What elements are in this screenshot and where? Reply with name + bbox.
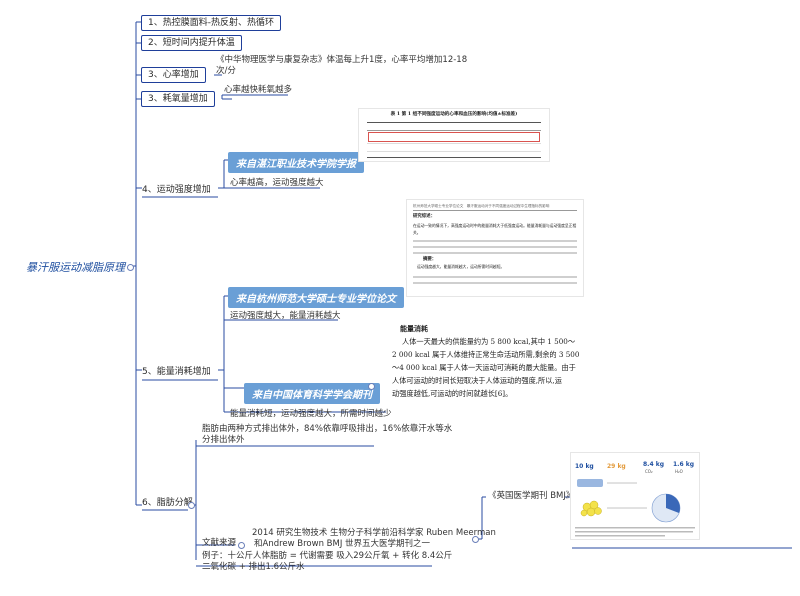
bmj-figure-graphic xyxy=(575,482,695,537)
bmj-value-1: 10 kg xyxy=(575,463,594,470)
branch-6[interactable]: 5、能量消耗增加 xyxy=(142,366,211,378)
branch-7-toggle-icon[interactable] xyxy=(188,502,195,509)
thesis-heading-2: 摘要： xyxy=(423,257,437,262)
thesis-header-left: 杭州师范大学硕士专业学位论文 xyxy=(413,204,464,208)
branch-5-callout[interactable]: 来自湛江职业技术学院学报 xyxy=(228,152,364,173)
node-toggle-icon[interactable] xyxy=(368,383,375,390)
source-toggle-icon[interactable] xyxy=(238,542,245,549)
branch-6-callout-1-label: 来自杭州师范大学硕士专业学位论文 xyxy=(236,294,396,305)
branch-3[interactable]: 3、心率增加 xyxy=(141,67,206,83)
branch-2-label: 2、短时间内提升体温 xyxy=(148,38,235,48)
bmj-figure-image: 10 kg 29 kg 8.4 kg CO₂ 1.6 kg H₂O xyxy=(570,452,700,540)
branch-6-callout-1[interactable]: 来自杭州师范大学硕士专业学位论文 xyxy=(228,287,404,308)
source-note-line2: 和Andrew Brown BMJ 世界五大医学期刊之一 xyxy=(254,539,431,549)
bmj-value-3-sub: CO₂ xyxy=(645,469,653,474)
source-note-line1: 2014 研究生物技术 生物分子科学前沿科学家 Ruben Meerman xyxy=(252,528,496,538)
branch-6-callout-2[interactable]: 来自中国体育科学学会期刊 xyxy=(244,383,380,404)
branch-5[interactable]: 4、运动强度增加 xyxy=(142,184,211,196)
branch-7-top-note-line2: 分排出体外 xyxy=(202,435,245,445)
branch-3-note: 《中华物理医学与康复杂志》体温每上升1度，心率平均增加12-18 次/分 xyxy=(216,55,467,77)
branch-2[interactable]: 2、短时间内提升体温 xyxy=(141,35,242,51)
branch-1[interactable]: 1、热控膜面料-热反射、热循环 xyxy=(141,15,281,31)
bmj-value-3: 8.4 kg xyxy=(643,461,665,468)
energy-line-1: 人体一天最大的供能量约为 5 800 kcal,其中 1 500～ xyxy=(402,337,576,346)
root-node[interactable]: 暴汗服运动减脂原理 xyxy=(26,259,125,275)
branch-7-top-note-line1: 脂肪由两种方式排出体外，84%依靠呼吸排出，16%依靠汗水等水 xyxy=(202,424,453,434)
thesis-heading: 研究综述： xyxy=(413,214,435,219)
branch-4[interactable]: 3、耗氧量增加 xyxy=(141,91,215,107)
root-label: 暴汗服运动减脂原理 xyxy=(26,261,125,274)
source-label: 文献来源 xyxy=(202,538,237,548)
branch-6-note-2: 能量消耗短，运动强度越大，所需时间越少 xyxy=(230,409,392,419)
branch-4-note: 心率越快耗氧越多 xyxy=(224,85,293,95)
branch-6-note-1: 运动强度越大，能量消耗越大 xyxy=(230,311,341,321)
branch-3-note-line1: 《中华物理医学与康复杂志》体温每上升1度，心率平均增加12-18 xyxy=(216,55,468,65)
source-note: 2014 研究生物技术 生物分子科学前沿科学家 Ruben Meerman 和A… xyxy=(252,528,496,550)
branch-7-label: 6、脂肪分解 xyxy=(142,498,193,508)
energy-line-2: 2 000 kcal 属于人体维持正常生命活动所需,剩余的 3 500 xyxy=(392,350,580,359)
energy-line-5: 动强度越低,可运动的时间就越长[6]。 xyxy=(392,389,513,398)
branch-6-callout-2-label: 来自中国体育科学学会期刊 xyxy=(252,390,372,401)
bmj-value-4-sub: H₂O xyxy=(675,469,683,474)
bmj-label: 《英国医学期刊 BMJ》 xyxy=(488,491,575,501)
collapse-toggle-icon[interactable] xyxy=(127,264,134,271)
energy-line-4: 人体可运动的时间长短取决于人体运动的强度,所以,运 xyxy=(392,376,562,385)
table-image: 表 1 第 1 组不同强度运动的心率和血压的影响(均值±标准差) xyxy=(358,108,550,162)
bmj-value-4: 1.6 kg xyxy=(673,461,695,468)
energy-heading: 能量消耗 xyxy=(400,324,428,333)
thesis-image: 杭州师范大学硕士专业学位论文 暴汗服运动对于不同强度运动过程中生理指标的影响 研… xyxy=(406,199,584,297)
branch-3-note-line2: 次/分 xyxy=(216,66,236,76)
branch-5-note: 心率越高，运动强度越大 xyxy=(230,178,324,188)
example-line-1: 例子：十公斤人体脂肪 = 代谢需要 吸入29公斤氧 + 转化 8.4公斤 xyxy=(202,551,453,561)
thesis-header-right: 暴汗服运动对于不同强度运动过程中生理指标的影响 xyxy=(466,204,550,208)
branch-1-label: 1、热控膜面料-热反射、热循环 xyxy=(148,18,274,28)
branch-6-label: 5、能量消耗增加 xyxy=(142,367,211,377)
branch-7-top-note: 脂肪由两种方式排出体外，84%依靠呼吸排出，16%依靠汗水等水 分排出体外 xyxy=(202,424,452,446)
bmj-value-2: 29 kg xyxy=(607,463,626,470)
thesis-paragraph: 在运动一致的情况下，高强度运动时中的能量消耗大于低强度运动。能量消耗量与运动强度… xyxy=(413,223,577,235)
thesis-paragraph-2: 运动强度越大，能量消耗越大，运动所需时间越短。 xyxy=(417,264,505,269)
energy-text-image: 能量消耗 人体一天最大的供能量约为 5 800 kcal,其中 1 500～ 2… xyxy=(392,320,582,398)
example-line-2: 二氧化碳 + 排出1.6公斤水 xyxy=(202,562,305,572)
branch-4-label: 3、耗氧量增加 xyxy=(148,94,208,104)
energy-line-3: ～4 000 kcal 属于人体一天运动可消耗的最大能量。由于 xyxy=(392,363,576,372)
branch-3-label: 3、心率增加 xyxy=(148,70,199,80)
branch-7[interactable]: 6、脂肪分解 xyxy=(142,497,193,509)
branch-5-label: 4、运动强度增加 xyxy=(142,185,211,195)
branch-5-callout-label: 来自湛江职业技术学院学报 xyxy=(236,159,356,170)
example-note: 例子：十公斤人体脂肪 = 代谢需要 吸入29公斤氧 + 转化 8.4公斤 二氧化… xyxy=(202,551,452,573)
table-image-title: 表 1 第 1 组不同强度运动的心率和血压的影响(均值±标准差) xyxy=(390,112,518,117)
source-link-icon[interactable] xyxy=(472,536,479,543)
